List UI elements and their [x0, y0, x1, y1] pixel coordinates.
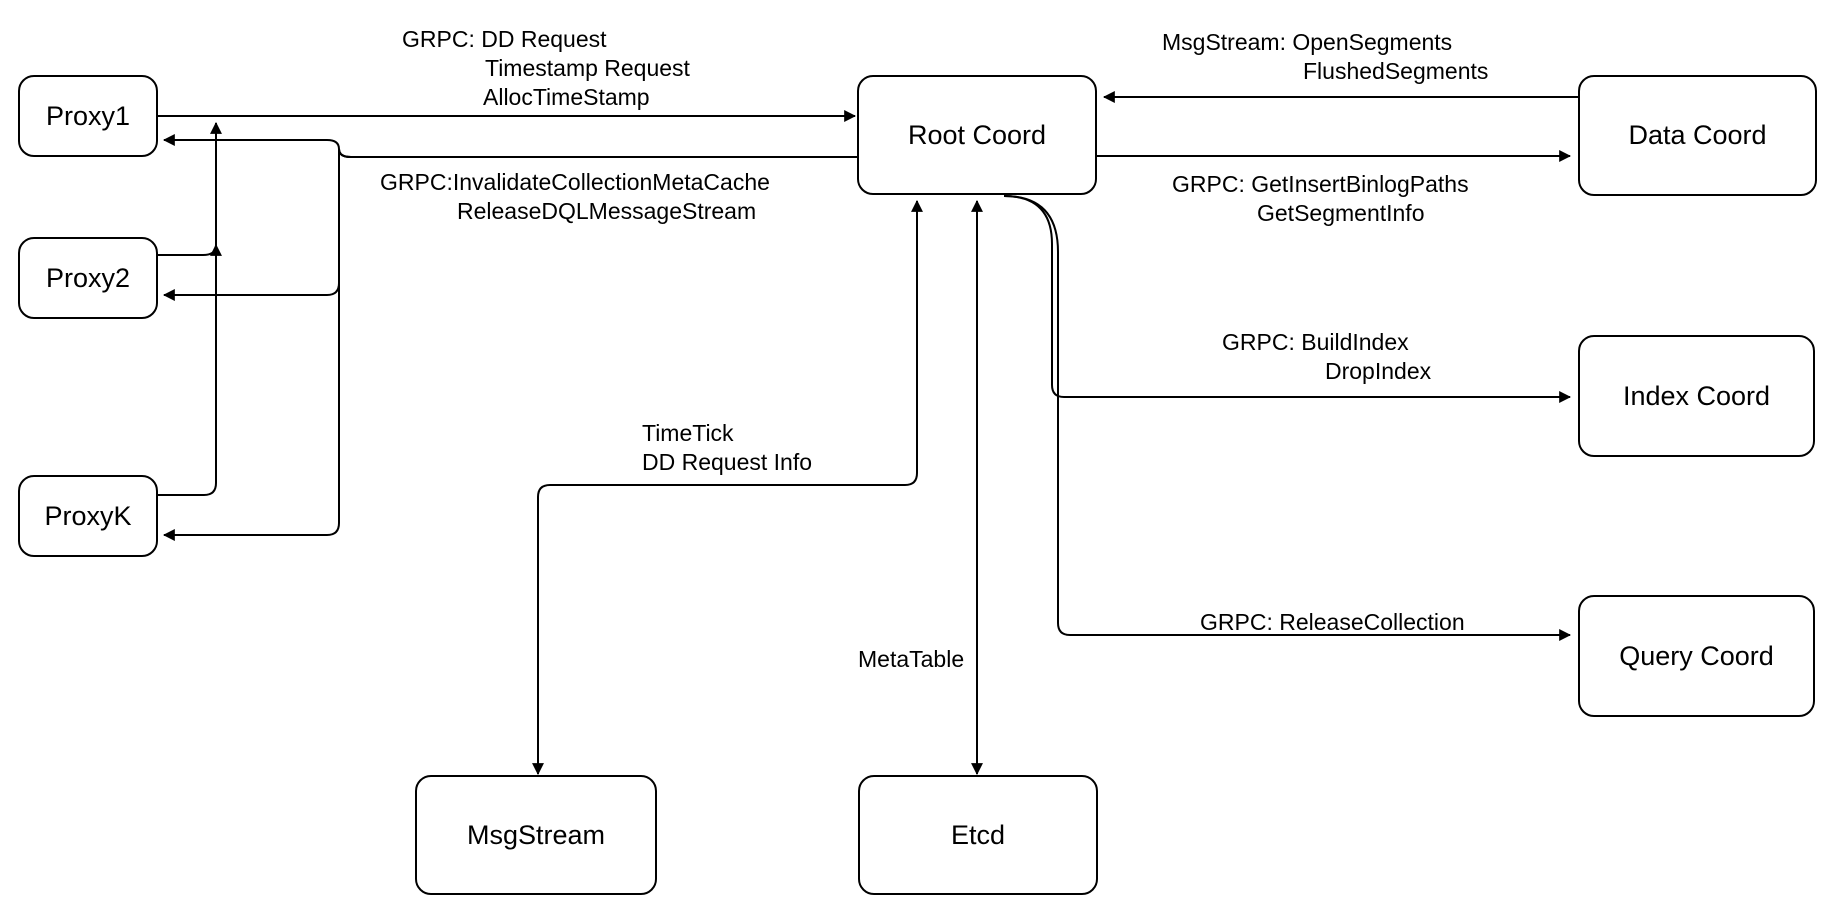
edge-label-grpc-dd-request-2: Timestamp Request — [485, 55, 690, 81]
edge-label-grpc-dd-request-1: GRPC: DD Request — [402, 26, 607, 52]
node-etcd: Etcd — [858, 775, 1098, 895]
node-label: Etcd — [950, 819, 1006, 850]
edge-rootcoord-to-proxyk — [162, 148, 857, 541]
edge-label-msgstream-opensegments-1: MsgStream: OpenSegments — [1162, 29, 1453, 55]
node-proxy2: Proxy2 — [18, 237, 158, 319]
node-data-coord: Data Coord — [1578, 75, 1817, 196]
node-label: MsgStream — [466, 819, 606, 850]
edge-proxyk-join-ddrequest — [155, 121, 222, 496]
edge-label-grpc-buildindex-2: DropIndex — [1325, 358, 1432, 384]
edge-label-msgstream-opensegments-2: FlushedSegments — [1303, 58, 1489, 84]
edge-label-grpc-getinsertbinlogpaths-1: GRPC: GetInsertBinlogPaths — [1172, 171, 1469, 197]
node-label: Data Coord — [1628, 120, 1767, 150]
edge-rootcoord-to-proxy1 — [162, 134, 857, 158]
edge-label-grpc-buildindex-1: GRPC: BuildIndex — [1222, 329, 1409, 355]
node-label: Query Coord — [1619, 640, 1774, 671]
edge-label-grpc-invalidate-1: GRPC:InvalidateCollectionMetaCache — [380, 169, 770, 195]
edge-rootcoord-msgstream — [532, 199, 923, 776]
node-label: Proxy2 — [45, 262, 131, 293]
node-label: Proxy1 — [45, 100, 131, 131]
node-proxyk: ProxyK — [18, 475, 158, 557]
edge-label-timetick-1: TimeTick — [642, 420, 734, 446]
node-label: Index Coord — [1622, 380, 1771, 411]
node-index-coord: Index Coord — [1578, 335, 1815, 457]
node-root-coord: Root Coord — [857, 75, 1097, 195]
node-msgstream: MsgStream — [415, 775, 657, 895]
edge-label-grpc-dd-request-3: AllocTimeStamp — [483, 84, 650, 110]
edge-proxy2-join-ddrequest — [155, 243, 222, 256]
node-label: ProxyK — [44, 500, 132, 531]
node-label: Root Coord — [907, 119, 1047, 150]
node-proxy1: Proxy1 — [18, 75, 158, 157]
edge-label-grpc-releasecollection: GRPC: ReleaseCollection — [1200, 609, 1465, 635]
edge-rootcoord-to-querycoord — [1003, 195, 1572, 641]
node-query-coord: Query Coord — [1578, 595, 1815, 717]
edge-label-grpc-invalidate-2: ReleaseDQLMessageStream — [457, 198, 757, 224]
edge-label-grpc-getinsertbinlogpaths-2: GetSegmentInfo — [1257, 200, 1425, 226]
edge-label-timetick-2: DD Request Info — [642, 449, 813, 475]
edge-label-metatable: MetaTable — [858, 646, 965, 672]
